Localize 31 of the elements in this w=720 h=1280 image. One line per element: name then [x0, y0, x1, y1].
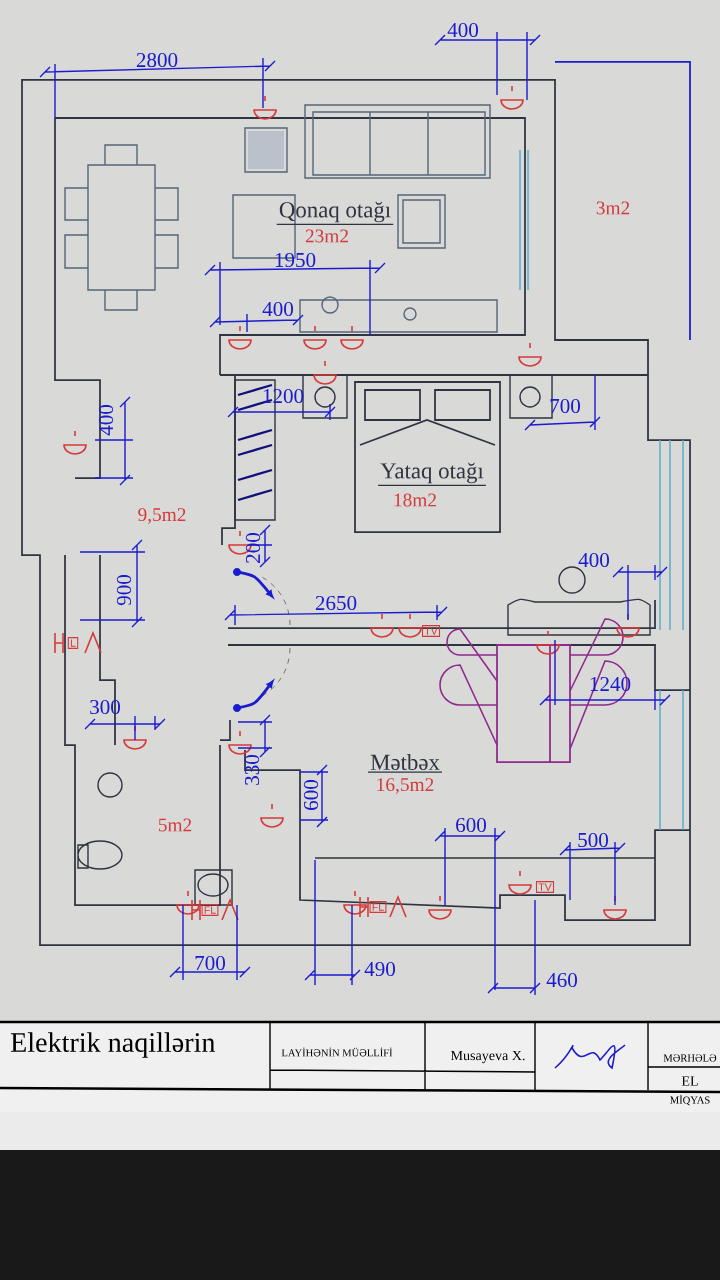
- dimension-label: 400: [578, 552, 609, 568]
- area-label: 9,5m2: [138, 508, 186, 524]
- dimension-label: 460: [546, 972, 577, 988]
- title-block-text: Musayeva X.: [450, 1050, 525, 1064]
- dimension-label: 400: [262, 301, 293, 317]
- area-label: 3m2: [596, 201, 630, 215]
- title-block-text: MƏRHƏLƏ: [663, 1054, 717, 1062]
- title-block-text: MİQYAS: [670, 1094, 710, 1106]
- room-name: Qonaq otağı: [276, 201, 394, 226]
- dimension-label: 400: [447, 22, 478, 38]
- dimension-label: 330: [244, 755, 260, 785]
- dimension-label: 200: [245, 533, 261, 563]
- dimension-label: 2800: [136, 52, 178, 68]
- area-label: 18m2: [394, 493, 436, 507]
- dimension-label: 500: [578, 832, 608, 848]
- dimension-label: 400: [98, 405, 114, 436]
- area-label: 23m2: [305, 229, 348, 243]
- area-label: 16,5m2: [377, 778, 434, 794]
- title-block-text: LAYİHƏNİN MÜƏLLİFİ: [281, 1047, 393, 1057]
- dimension-label: 900: [116, 575, 132, 606]
- dimension-label: 2650: [315, 595, 357, 611]
- dimension-label: 600: [456, 817, 486, 833]
- dimension-label: 1950: [275, 252, 316, 268]
- drawing-title: Elektrik naqillərin: [10, 1032, 216, 1058]
- area-label: 5m2: [158, 818, 192, 832]
- room-name: Mətbəx: [367, 754, 443, 773]
- dimension-label: 700: [195, 955, 225, 971]
- room-name: Yataq otağı: [377, 462, 487, 487]
- dimension-label: 490: [364, 961, 395, 977]
- title-block-text: EL: [681, 1076, 698, 1086]
- dimension-label: 600: [303, 780, 319, 810]
